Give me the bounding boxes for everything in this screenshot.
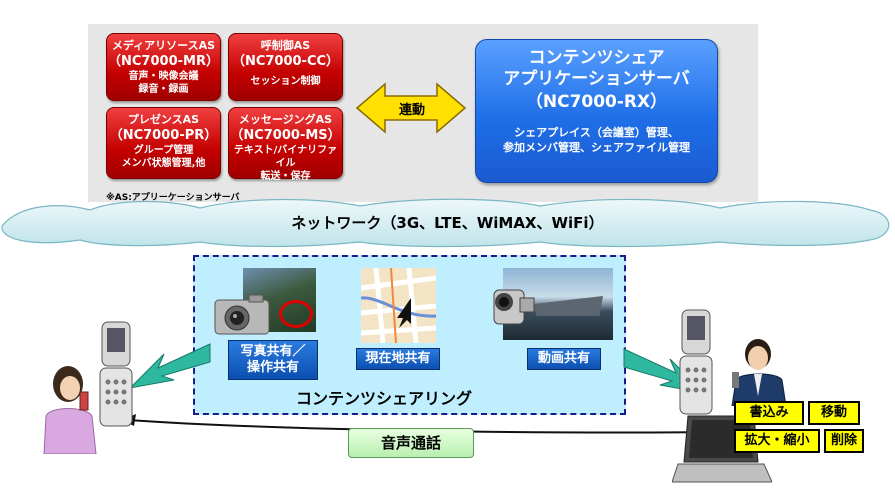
male-user-icon <box>731 339 787 406</box>
flip-phone-right-icon <box>679 309 713 415</box>
link-label: 連動 <box>398 103 425 118</box>
app-server-title: アプリケーションサーバ <box>503 69 690 89</box>
as-desc: セッション制御 <box>250 76 321 87</box>
zoom-button[interactable]: 拡大・縮小 <box>734 429 820 453</box>
content-sharing-title: コンテンツシェアリング <box>296 389 473 408</box>
video-camera-icon <box>493 289 535 325</box>
app-server-desc: 参加メンバ管理、シェアファイル管理 <box>503 141 690 154</box>
network-cloud-icon <box>1 198 890 248</box>
as-name: 呼制御AS <box>260 39 311 52</box>
content-share-app-server-box: コンテンツシェア アプリケーションサーバ （NC7000-RX） シェアプレイス… <box>475 39 718 183</box>
app-server-model: （NC7000-RX） <box>525 92 668 112</box>
as-desc: 転送・保存 <box>260 171 311 182</box>
as-name: プレゼンスAS <box>127 113 200 126</box>
messaging-as-box: メッセージングAS （NC7000-MS） テキスト/バイナリファイル 転送・保… <box>228 107 343 182</box>
camera-icon <box>214 294 270 335</box>
move-button[interactable]: 移動 <box>808 401 860 425</box>
as-model: （NC7000-MS） <box>230 128 341 143</box>
map-icon <box>361 268 436 343</box>
highlight-circle-icon <box>279 300 313 328</box>
video-sharing-label: 動画共有 <box>527 348 601 370</box>
as-model: （NC7000-PR） <box>109 128 218 143</box>
ship-shape <box>533 296 603 316</box>
network-label: ネットワーク（3G、LTE、WiMAX、WiFi） <box>291 214 604 232</box>
link-double-arrow-icon <box>355 82 467 134</box>
delete-button[interactable]: 削除 <box>824 429 864 453</box>
media-resource-as-box: メディアリソースAS （NC7000-MR） 音声・映像会議 録音・録画 <box>106 33 221 101</box>
write-button[interactable]: 書込み <box>734 401 804 425</box>
location-sharing-label: 現在地共有 <box>356 348 440 370</box>
app-server-title: コンテンツシェア <box>528 48 665 68</box>
call-control-as-box: 呼制御AS （NC7000-CC） セッション制御 <box>228 33 343 101</box>
as-desc: テキスト/バイナリファイル <box>233 145 338 169</box>
photo-sharing-label: 写真共有／ 操作共有 <box>228 340 318 380</box>
map-thumbnail <box>361 268 436 343</box>
flip-phone-left-icon <box>99 321 133 427</box>
voice-call-label: 音声通話 <box>348 428 474 458</box>
photo-sharing-line: 写真共有／ <box>240 344 306 359</box>
as-desc: グループ管理 <box>133 145 194 156</box>
as-model: （NC7000-MR） <box>108 54 219 69</box>
teal-arrow-left-icon <box>128 343 211 389</box>
as-desc: 録音・録画 <box>138 84 189 95</box>
footnote: ※AS:アプリーケーションサーバ <box>106 193 240 203</box>
app-server-desc: シェアプレイス（会議室）管理、 <box>514 126 679 139</box>
as-name: メディアリソースAS <box>111 39 216 52</box>
as-desc: 音声・映像会議 <box>128 71 199 82</box>
as-model: （NC7000-CC） <box>231 54 340 69</box>
as-desc: メンバ状態管理,他 <box>121 158 206 169</box>
as-name: メッセージングAS <box>238 113 333 126</box>
photo-sharing-line: 操作共有 <box>246 360 299 375</box>
female-user-icon <box>43 366 97 454</box>
video-thumbnail <box>503 268 613 340</box>
presence-as-box: プレゼンスAS （NC7000-PR） グループ管理 メンバ状態管理,他 <box>106 107 221 179</box>
